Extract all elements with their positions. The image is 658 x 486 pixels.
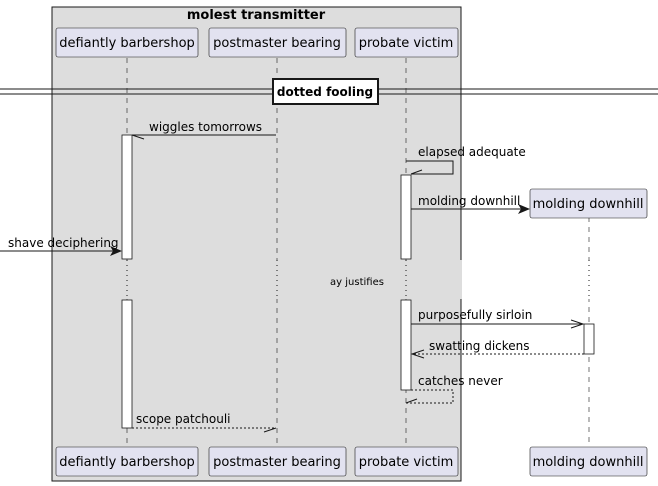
participant-label: probate victim <box>359 36 454 51</box>
message-shave-deciphering: shave deciphering <box>0 236 122 256</box>
participant-created-p4[interactable]: molding downhill <box>529 188 648 219</box>
activation-p1-a <box>121 134 133 260</box>
message-wiggles-tomorrows: wiggles tomorrows <box>131 120 276 140</box>
participant-label: postmaster bearing <box>213 455 341 470</box>
message-label: molding downhill <box>418 194 520 208</box>
message-purposefully-sirloin: purposefully sirloin <box>411 308 585 329</box>
message-molding-downhill: molding downhill <box>411 194 530 214</box>
message-label: wiggles tomorrows <box>149 120 262 134</box>
message-label: swatting dickens <box>429 339 530 353</box>
group-box <box>51 6 462 482</box>
participant-bottom-p1[interactable]: defiantly barbershop <box>55 446 199 477</box>
message-catches-never: catches never <box>405 374 503 404</box>
message-label: catches never <box>418 374 503 388</box>
participant-bottom-p3[interactable]: probate victim <box>354 446 459 477</box>
participant-label: molding downhill <box>533 455 644 470</box>
participant-bottom-p2[interactable]: postmaster bearing <box>208 446 347 477</box>
message-label: shave deciphering <box>8 236 119 250</box>
divider-box: dotted fooling <box>272 78 379 105</box>
participant-label: defiantly barbershop <box>59 455 195 470</box>
message-label: purposefully sirloin <box>418 308 532 322</box>
participant-top-p1[interactable]: defiantly barbershop <box>55 27 199 58</box>
message-elapsed-adequate: elapsed adequate <box>406 145 526 175</box>
activation-p3-a <box>400 174 412 260</box>
participant-label: probate victim <box>359 455 454 470</box>
message-label: elapsed adequate <box>418 145 526 159</box>
participant-label: molding downhill <box>533 197 644 212</box>
activation-p3-b <box>400 299 412 391</box>
message-swatting-dickens: swatting dickens <box>410 339 584 359</box>
divider-label: dotted fooling <box>277 85 373 99</box>
message-scope-patchouli: scope patchouli <box>132 412 277 433</box>
message-label: scope patchouli <box>136 412 231 426</box>
participant-label: postmaster bearing <box>213 36 341 51</box>
delay-gap-outside <box>462 260 622 299</box>
delay-label: ay justifies <box>330 277 384 288</box>
participant-label: defiantly barbershop <box>59 36 195 51</box>
activation-p1-b <box>121 299 133 429</box>
participant-top-p2[interactable]: postmaster bearing <box>208 27 347 58</box>
activation-p4 <box>583 323 595 355</box>
participant-top-p3[interactable]: probate victim <box>354 27 459 58</box>
group-title: molest transmitter <box>187 8 326 23</box>
participant-bottom-p4[interactable]: molding downhill <box>529 446 648 477</box>
